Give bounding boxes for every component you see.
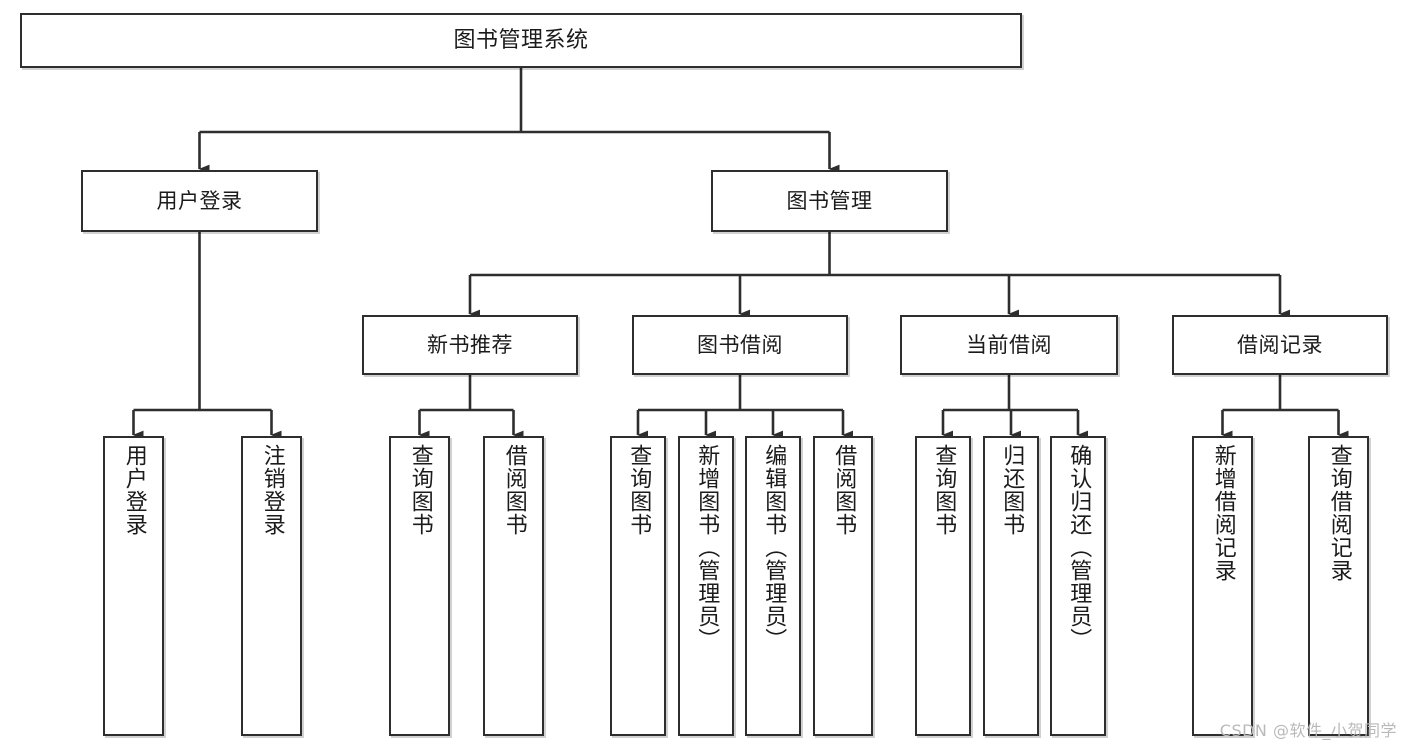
node-label: 新书推荐 (427, 332, 513, 357)
node-bookmgmt[interactable]: 图书管理 (711, 170, 948, 232)
node-login[interactable]: 用户登录 (81, 170, 318, 232)
node-l1[interactable]: 用户登录 (103, 436, 164, 736)
node-l7[interactable]: 编辑图书（管理员） (745, 436, 801, 736)
node-label: 用户登录 (156, 188, 243, 213)
node-root[interactable]: 图书管理系统 (20, 13, 1022, 68)
node-label: 新增图书（管理员） (694, 444, 720, 651)
node-label: 注销登录 (259, 444, 285, 536)
node-l6[interactable]: 新增图书（管理员） (678, 436, 734, 736)
node-label: 查询图书 (931, 444, 957, 536)
node-borrow[interactable]: 图书借阅 (632, 315, 848, 375)
node-l8[interactable]: 借阅图书 (813, 436, 873, 736)
node-label: 归还图书 (999, 444, 1025, 536)
node-l12[interactable]: 新增借阅记录 (1192, 436, 1253, 736)
node-label: 确认归还（管理员） (1066, 444, 1092, 651)
node-label: 查询图书 (626, 444, 652, 536)
node-label: 图书管理系统 (453, 27, 589, 53)
node-l2[interactable]: 注销登录 (241, 436, 302, 736)
node-label: 查询借阅记录 (1326, 444, 1352, 582)
node-current[interactable]: 当前借阅 (900, 315, 1118, 375)
node-l13[interactable]: 查询借阅记录 (1308, 436, 1369, 736)
node-records[interactable]: 借阅记录 (1172, 315, 1388, 375)
node-label: 借阅图书 (501, 444, 527, 536)
node-label: 当前借阅 (966, 332, 1052, 357)
node-label: 用户登录 (121, 444, 147, 536)
node-label: 新增借阅记录 (1210, 444, 1236, 582)
node-label: 编辑图书（管理员） (761, 444, 787, 651)
node-l3[interactable]: 查询图书 (389, 436, 450, 736)
node-label: 借阅图书 (831, 444, 857, 536)
node-l10[interactable]: 归还图书 (983, 436, 1039, 736)
node-label: 查询图书 (407, 444, 433, 536)
node-label: 图书借阅 (697, 332, 783, 357)
node-newbook[interactable]: 新书推荐 (362, 315, 578, 375)
node-l5[interactable]: 查询图书 (610, 436, 666, 736)
node-label: 借阅记录 (1237, 332, 1323, 357)
node-l11[interactable]: 确认归还（管理员） (1050, 436, 1106, 736)
watermark: CSDN @软件_小贺同学 (1219, 721, 1397, 740)
node-l9[interactable]: 查询图书 (915, 436, 971, 736)
node-l4[interactable]: 借阅图书 (483, 436, 544, 736)
node-label: 图书管理 (786, 188, 873, 213)
